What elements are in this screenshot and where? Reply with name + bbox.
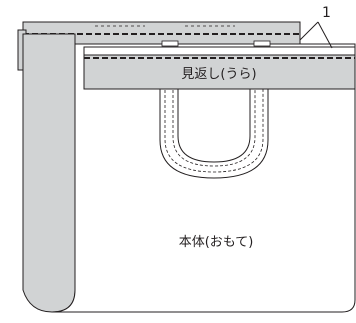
left-fold xyxy=(22,33,76,313)
handle-tab-left xyxy=(161,40,179,47)
callout-lines xyxy=(299,21,333,49)
body-label: 本体(おもて) xyxy=(179,235,254,250)
facing-panel xyxy=(83,46,356,90)
facing-label: 見返し(うら) xyxy=(181,67,256,82)
callout-number: 1 xyxy=(322,5,331,21)
handle xyxy=(159,60,269,179)
handle-tab-right xyxy=(253,40,271,47)
